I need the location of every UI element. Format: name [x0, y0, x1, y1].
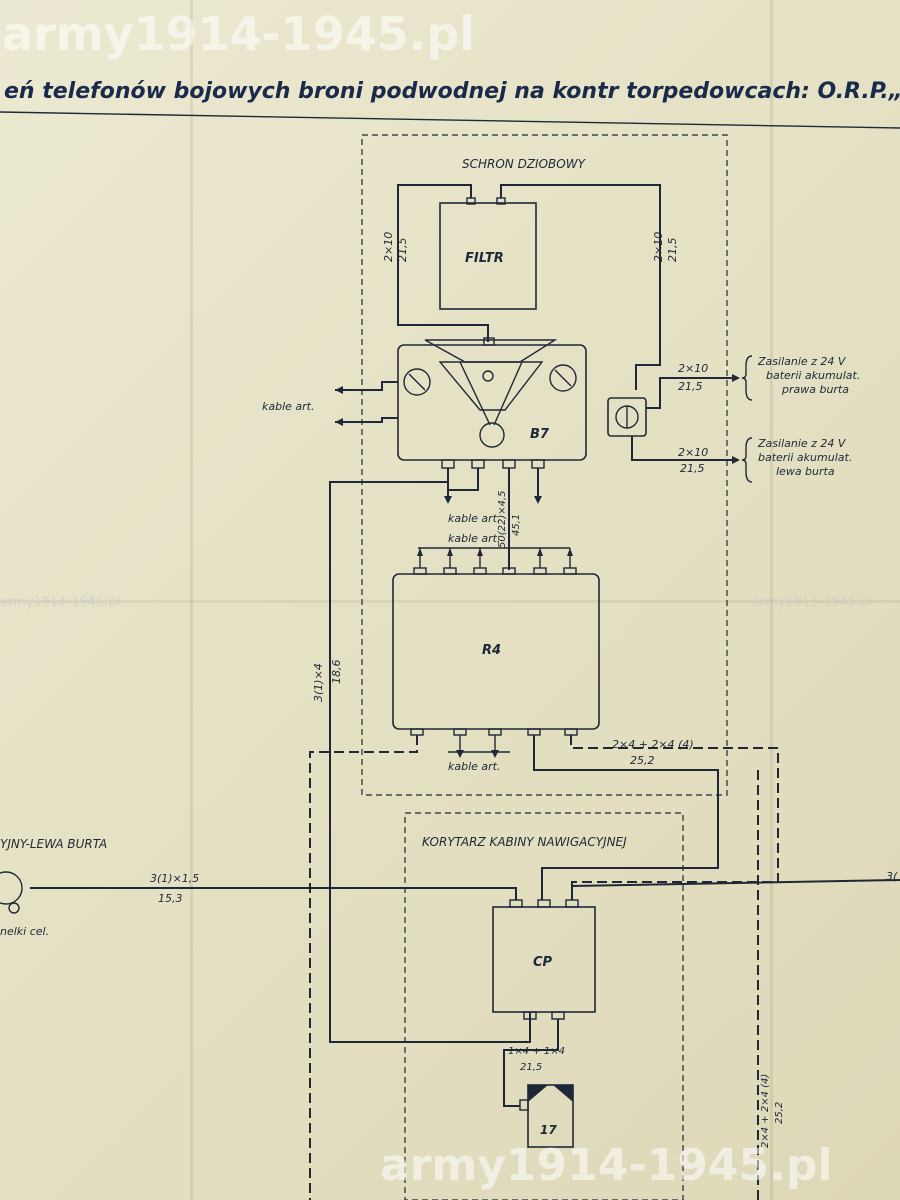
cable-label: 2×4 + 2×4 (4) — [760, 1074, 771, 1148]
b7-output — [335, 381, 398, 391]
b7-label: B7 — [530, 427, 550, 442]
cable-label: 2×4 + 2×4 (4) — [612, 738, 694, 751]
corridor-label: KORYTARZ KABINY NAWIGACYJNEJ — [422, 835, 627, 849]
gauge-icon — [549, 364, 577, 392]
gauge-icon — [403, 368, 431, 396]
power-text: baterii akumulat. — [766, 369, 860, 382]
left-burta-cable — [30, 887, 517, 900]
cable-label: 2×10 — [652, 232, 665, 262]
power-cable-upper — [646, 377, 732, 409]
right-burta-cable — [571, 879, 900, 900]
power-text: lewa burta — [776, 465, 835, 478]
power-text: Zasilanie z 24 V — [757, 437, 847, 450]
watermark: army1914-1945.pl — [0, 595, 120, 610]
paper-fold — [770, 0, 773, 1200]
kable-art-label: kable art. — [262, 400, 315, 413]
cable-label: 18,6 — [330, 660, 343, 685]
filtr-label: FILTR — [465, 251, 504, 266]
cable-label: 21,5 — [678, 380, 703, 393]
r4-label: R4 — [482, 643, 501, 658]
cable-label: 50(22)×4,5 — [497, 490, 508, 548]
cable-label: 21,5 — [520, 1062, 542, 1073]
left-fragment-label: nelki cel. — [0, 925, 49, 938]
paper-fold — [190, 0, 193, 1200]
bow-shelter-label: SCHRON DZIOBOWY — [462, 157, 587, 171]
switch-box — [607, 397, 647, 437]
kable-art-label: kable art. — [448, 532, 501, 545]
b7-output — [448, 468, 479, 491]
power-cable-lower — [631, 436, 732, 461]
cable-label: 3(1)×1,5 — [150, 872, 199, 885]
cable-label: 1×4 + 1×4 — [508, 1046, 565, 1057]
b7-output — [335, 417, 398, 423]
brace — [741, 355, 753, 401]
watermark: army1914-1945.pl — [380, 1140, 832, 1191]
cable-label: 2×10 — [678, 446, 708, 459]
b7-top-plate — [424, 339, 558, 363]
b7-cp-cable — [329, 468, 531, 1043]
filtr-right-cable — [500, 184, 661, 390]
kable-art-label: kable art. — [448, 512, 501, 525]
r4-top-arrows — [413, 548, 577, 575]
cp-label: CP — [533, 955, 553, 970]
left-side-label: YJNY-LEWA BURTA — [0, 837, 107, 851]
headset-icon — [0, 871, 23, 905]
title-rule — [0, 111, 900, 129]
cable-label: 2×10 — [382, 232, 395, 262]
watermark: army1913-1945.pl — [752, 595, 872, 610]
b7-knob — [479, 422, 505, 448]
diagram-title: eń telefonów bojowych broni podwodnej na… — [4, 79, 900, 104]
power-text: Zasilanie z 24 V — [757, 355, 847, 368]
filtr-left-cable — [397, 184, 489, 342]
filtr-box — [439, 202, 537, 310]
power-text: prawa burta — [781, 383, 849, 396]
kable-art-label: kable art. — [448, 760, 501, 773]
cable-label: 3(1)×4 — [312, 663, 325, 702]
r4-cp-cable — [533, 735, 719, 900]
bow-shelter-frame — [361, 134, 728, 796]
cable-label: 3( — [886, 870, 898, 883]
corridor-frame — [404, 812, 684, 1200]
paper-fold — [0, 600, 900, 603]
cp-i7-cable — [503, 1019, 559, 1107]
r4-left-cable — [309, 735, 418, 1200]
cable-label: 45,1 — [511, 514, 522, 536]
cable-label: 21,5 — [396, 238, 409, 263]
watermark: army1914-1945.pl — [2, 7, 475, 61]
cable-label: 25,2 — [630, 754, 655, 767]
cable-label: 2×10 — [678, 362, 708, 375]
i7-label: 17 — [540, 1123, 557, 1137]
r4-cp-dash-cable — [570, 735, 779, 900]
cable-label: 25,2 — [774, 1102, 785, 1124]
power-text: baterii akumulat. — [758, 451, 852, 464]
brace — [741, 437, 753, 483]
cable-label: 21,5 — [680, 462, 705, 475]
cable-label: 21,5 — [666, 238, 679, 263]
i7-box — [527, 1084, 574, 1148]
b7-triangle — [438, 361, 544, 411]
cable-label: 15,3 — [158, 892, 183, 905]
